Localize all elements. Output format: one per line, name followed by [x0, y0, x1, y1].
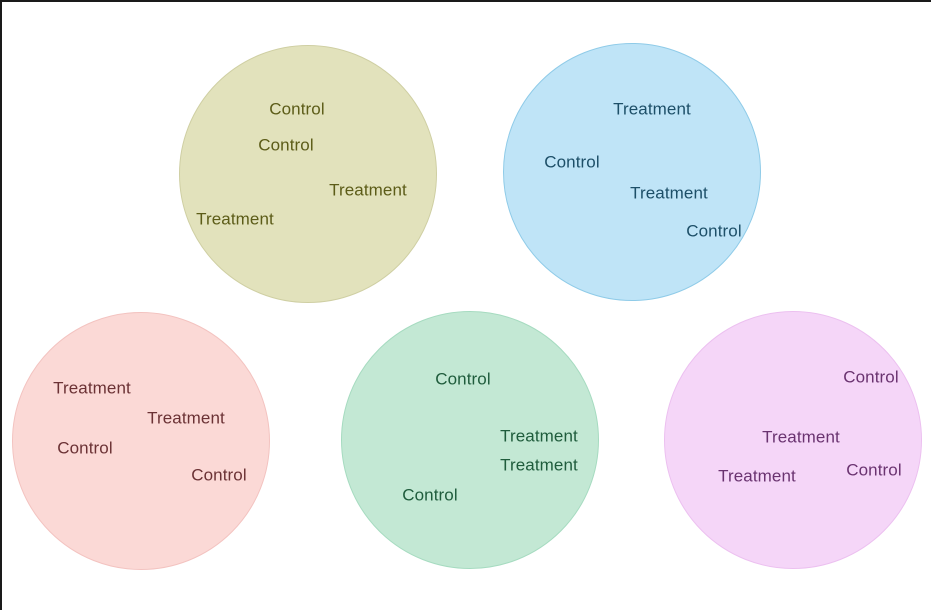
point-label-green-0: Control: [435, 369, 491, 389]
point-label-green-1: Treatment: [500, 426, 578, 446]
point-label-olive-2: Treatment: [329, 180, 407, 200]
cluster-circle-olive: [179, 45, 437, 303]
point-label-green-2: Treatment: [500, 455, 578, 475]
cluster-circle-magenta: [664, 311, 922, 569]
point-label-magenta-1: Treatment: [762, 427, 840, 447]
point-label-blue-2: Treatment: [630, 183, 708, 203]
cluster-circle-green: [341, 311, 599, 569]
point-label-blue-0: Treatment: [613, 99, 691, 119]
point-label-olive-0: Control: [269, 99, 325, 119]
cluster-circle-blue: [503, 43, 761, 301]
point-label-magenta-3: Control: [846, 460, 902, 480]
cluster-circle-pink: [12, 312, 270, 570]
point-label-magenta-2: Treatment: [718, 466, 796, 486]
point-label-blue-3: Control: [686, 221, 742, 241]
point-label-olive-1: Control: [258, 135, 314, 155]
point-label-pink-0: Treatment: [53, 378, 131, 398]
point-label-pink-1: Treatment: [147, 408, 225, 428]
point-label-magenta-0: Control: [843, 367, 899, 387]
point-label-green-3: Control: [402, 485, 458, 505]
point-label-pink-3: Control: [191, 465, 247, 485]
point-label-pink-2: Control: [57, 438, 113, 458]
point-label-olive-3: Treatment: [196, 209, 274, 229]
point-label-blue-1: Control: [544, 152, 600, 172]
